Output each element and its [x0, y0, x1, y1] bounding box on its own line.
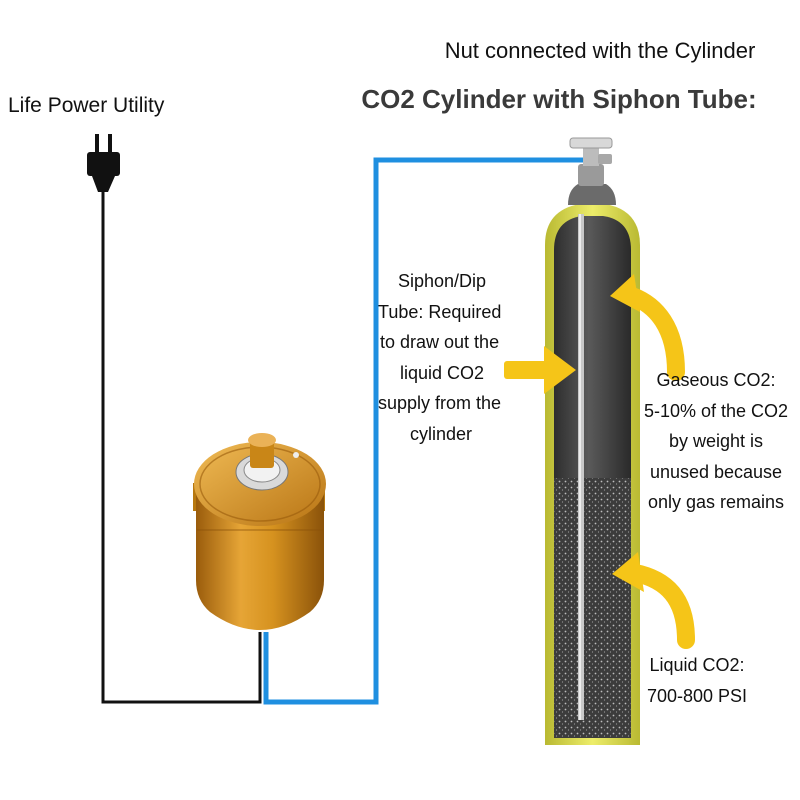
top-caption: Nut connected with the Cylinder — [444, 38, 756, 63]
liquid-line: Liquid CO2: — [649, 655, 745, 675]
gas-line: unused because — [649, 461, 783, 482]
siphon-tube-description: Siphon/Dip Tube: Required to draw out th… — [372, 266, 516, 449]
power-cord — [101, 190, 262, 704]
siphon-line: liquid CO2 — [400, 362, 485, 383]
gaseous-co2-description: Gaseous CO2: 5-10% of the CO2 by weight … — [628, 365, 800, 518]
siphon-line: cylinder — [410, 423, 473, 444]
siphon-dip-tube — [578, 214, 584, 720]
gold-heater-device — [193, 433, 326, 630]
arrow-icon — [504, 346, 576, 394]
liquid-co2-description: Liquid CO2: 700-800 PSI — [632, 650, 762, 711]
liquid-line: 700-800 PSI — [646, 685, 748, 706]
power-plug-icon — [87, 134, 120, 192]
gas-line: by weight is — [668, 431, 764, 451]
page-title: CO2 Cylinder with Siphon Tube: — [361, 84, 757, 114]
siphon-line: to draw out the — [380, 332, 500, 352]
co2-connection-tube — [263, 157, 584, 705]
gas-line: Gaseous CO2: — [656, 370, 776, 390]
gas-line: 5-10% of the CO2 — [643, 400, 789, 421]
siphon-line: Tube: Required — [378, 301, 502, 322]
power-label: Life Power Utility — [8, 94, 165, 117]
co2-cylinder — [545, 137, 640, 745]
siphon-line: supply from the — [378, 393, 502, 413]
liquid-arrow-icon — [612, 552, 695, 649]
siphon-line: Siphon/Dip — [398, 271, 487, 291]
gas-line: only gas remains — [647, 492, 785, 512]
gas-arrow-icon — [610, 274, 685, 381]
